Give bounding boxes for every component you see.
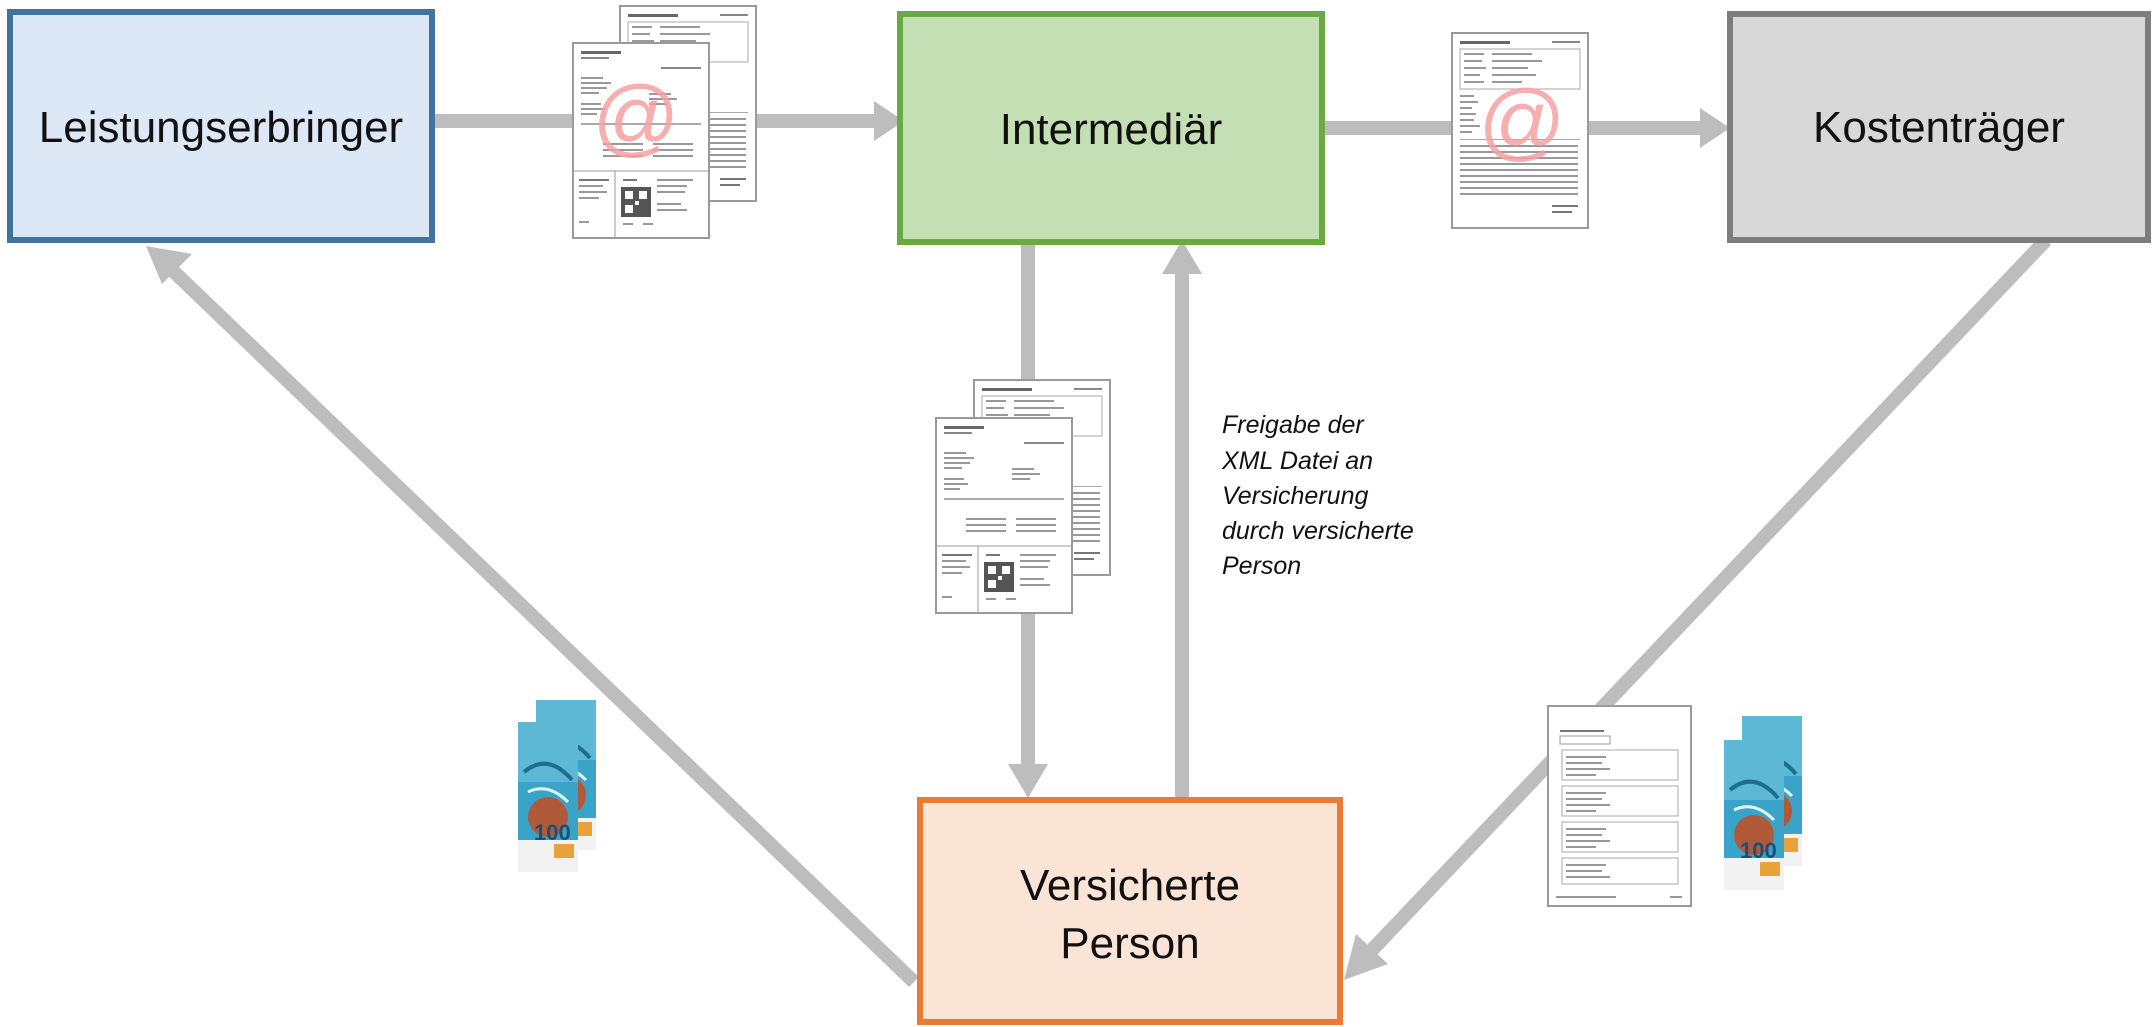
arrow-kostentraeger-to-versicherte-person bbox=[1344, 235, 2052, 980]
node-leistungserbringer: Leistungserbringer bbox=[7, 9, 435, 243]
node-intermediaer-label: Intermediär bbox=[1000, 105, 1223, 154]
banknote-payment-icon-left: 100 bbox=[516, 698, 598, 874]
annotation-line-2: XML Datei an bbox=[1221, 447, 1373, 475]
node-versicherte-person-label-line2: Person bbox=[1060, 919, 1199, 968]
node-versicherte-person: Versicherte Person bbox=[917, 797, 1343, 1025]
email-at-icon: @ bbox=[592, 69, 679, 165]
annotation-line-3: Versicherung bbox=[1222, 482, 1368, 510]
annotation-line-1: Freigabe der bbox=[1222, 411, 1365, 439]
node-versicherte-person-label-line1: Versicherte bbox=[1020, 861, 1240, 910]
email-at-icon-2: @ bbox=[1478, 73, 1565, 169]
email-invoice-document-icon: @ bbox=[572, 5, 757, 239]
arrow-versicherte-person-to-intermediaer bbox=[1162, 240, 1202, 798]
reimbursement-statement-document-icon bbox=[1547, 705, 1692, 907]
node-leistungserbringer-label: Leistungserbringer bbox=[39, 103, 403, 152]
email-xml-document-icon: @ bbox=[1451, 32, 1589, 229]
node-intermediaer: Intermediär bbox=[897, 11, 1325, 245]
paper-invoice-document-icon bbox=[935, 379, 1111, 614]
annotation-line-4: durch versicherte bbox=[1222, 517, 1414, 545]
node-kostentraeger-label: Kostenträger bbox=[1813, 103, 2065, 152]
banknote-payment-icon-right: 100 bbox=[1722, 714, 1804, 892]
banknote-value-right: 100 bbox=[1740, 838, 1777, 863]
node-kostentraeger: Kostenträger bbox=[1727, 11, 2151, 243]
annotation-line-5: Person bbox=[1222, 552, 1301, 580]
xml-release-annotation: Freigabe der XML Datei an Versicherung d… bbox=[1221, 411, 1414, 580]
banknote-value-left: 100 bbox=[534, 820, 571, 845]
arrow-versicherte-person-to-leistungserbringer bbox=[146, 246, 919, 988]
